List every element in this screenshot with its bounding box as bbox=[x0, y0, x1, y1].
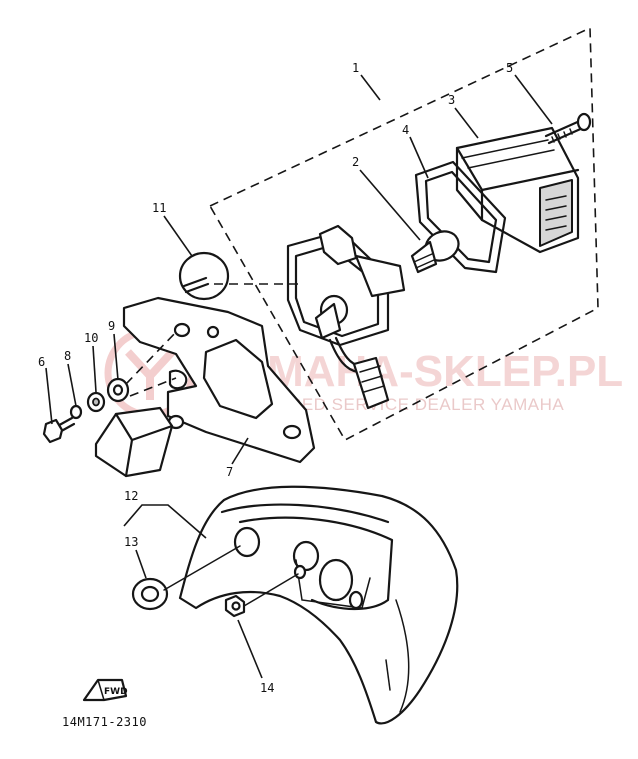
part-12-cover bbox=[178, 485, 459, 725]
part-5-screw bbox=[544, 112, 592, 145]
callout-3: 3 bbox=[448, 93, 455, 107]
part-10-collar bbox=[86, 391, 106, 413]
figure-code: 14M171-2310 bbox=[62, 715, 147, 729]
callout-11: 11 bbox=[152, 201, 166, 215]
part-8-washer bbox=[69, 404, 83, 420]
part-11-cap bbox=[178, 251, 230, 301]
leader-line-9 bbox=[113, 333, 119, 381]
leader-line-1 bbox=[360, 74, 381, 101]
leader-line-6 bbox=[45, 367, 53, 425]
leader-line-3 bbox=[454, 107, 479, 139]
leader-line-8 bbox=[67, 363, 77, 407]
leader-line-7 bbox=[231, 437, 249, 465]
fwd-label: FWD bbox=[104, 687, 128, 697]
callout-10: 10 bbox=[84, 331, 98, 345]
fwd-direction-marker: FWD bbox=[82, 678, 128, 702]
callout-13: 13 bbox=[124, 535, 138, 549]
part-7-bracket bbox=[122, 296, 316, 464]
part-1-socket-base bbox=[286, 224, 406, 410]
leader-line-11 bbox=[163, 215, 193, 257]
leader-line-5 bbox=[514, 74, 553, 125]
callout-8: 8 bbox=[64, 349, 71, 363]
part-14-nut bbox=[224, 573, 299, 618]
part-4-gasket bbox=[414, 160, 507, 274]
leader-line-13 bbox=[135, 549, 147, 579]
part-bracket-block bbox=[94, 406, 174, 478]
leader-line-2 bbox=[359, 169, 421, 241]
projection-line bbox=[129, 377, 177, 397]
callout-12: 12 bbox=[124, 489, 138, 503]
callout-7: 7 bbox=[226, 465, 233, 479]
leader-line-4 bbox=[409, 136, 429, 179]
part-13-grommet bbox=[131, 545, 241, 611]
leader-line-12 bbox=[123, 504, 207, 539]
part-6-bolt bbox=[42, 416, 76, 444]
callout-2: 2 bbox=[352, 155, 359, 169]
callout-14: 14 bbox=[260, 681, 274, 695]
callout-1: 1 bbox=[352, 61, 359, 75]
callout-9: 9 bbox=[108, 319, 115, 333]
part-2-bulb bbox=[410, 230, 460, 274]
leader-lines bbox=[45, 74, 553, 679]
part-3-lens bbox=[455, 126, 580, 254]
leader-line-10 bbox=[92, 345, 97, 393]
callout-4: 4 bbox=[402, 123, 409, 137]
fwd-arrow-icon bbox=[82, 678, 128, 702]
callout-6: 6 bbox=[38, 355, 45, 369]
projection-line bbox=[125, 329, 179, 385]
callouts: 1 2 3 4 5 6 7 8 9 10 11 12 13 14 bbox=[38, 61, 513, 695]
part-9-washer bbox=[106, 377, 130, 403]
leader-line-14 bbox=[237, 619, 263, 679]
callout-5: 5 bbox=[506, 61, 513, 75]
